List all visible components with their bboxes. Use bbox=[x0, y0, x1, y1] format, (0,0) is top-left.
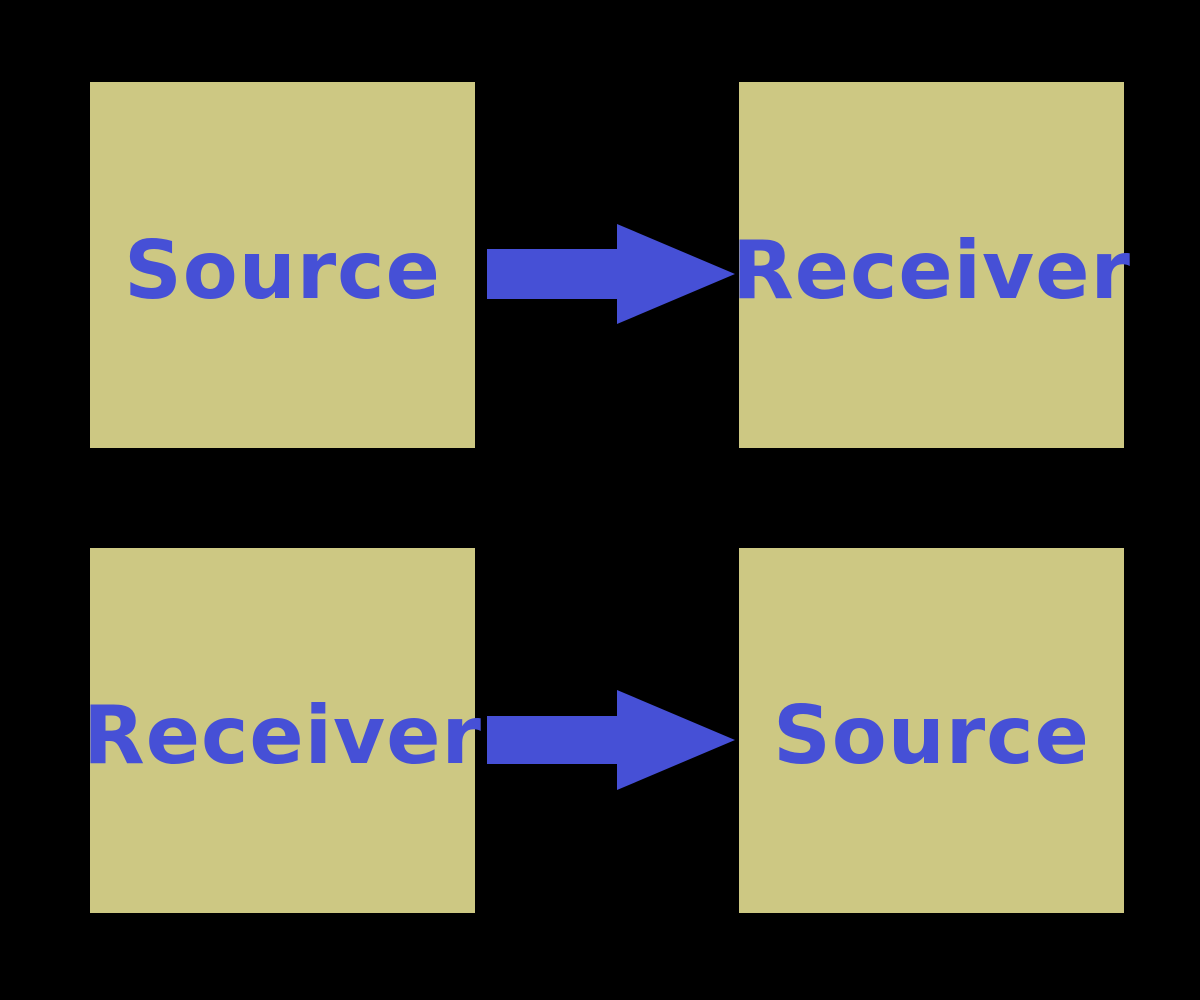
box-label-receiver-top: Receiver bbox=[732, 223, 1131, 317]
arrow-bottom bbox=[487, 690, 735, 790]
arrow-top bbox=[487, 224, 735, 324]
box-source-top: Source bbox=[90, 82, 475, 448]
right-arrow-icon bbox=[487, 690, 735, 790]
box-label-source-top: Source bbox=[124, 223, 441, 317]
box-receiver-bottom: Receiver bbox=[83, 548, 481, 913]
box-label-source-bottom: Source bbox=[773, 689, 1090, 782]
box-label-receiver-bottom: Receiver bbox=[83, 689, 482, 782]
box-source-bottom: Source bbox=[739, 548, 1124, 913]
right-arrow-icon bbox=[487, 224, 735, 324]
box-receiver-top: Receiver bbox=[732, 82, 1130, 448]
